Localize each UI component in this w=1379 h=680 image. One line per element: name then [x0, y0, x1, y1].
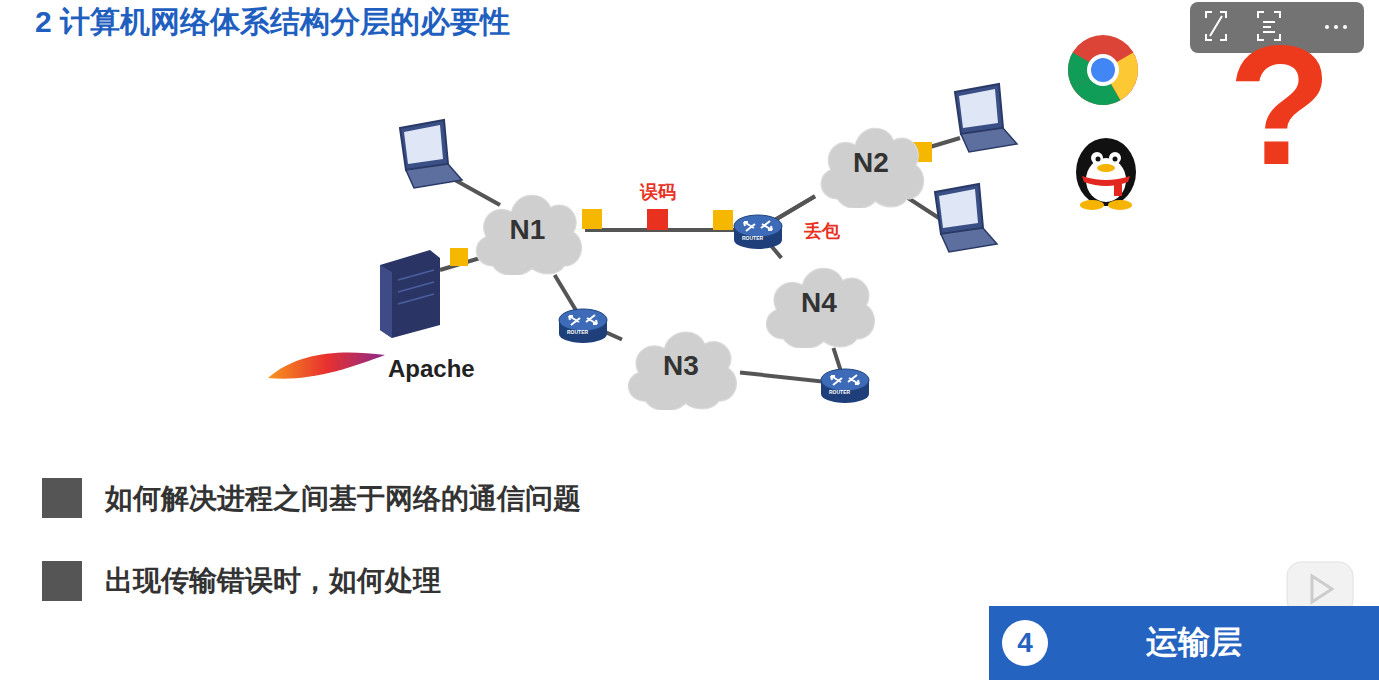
router-icon — [559, 309, 607, 343]
layer-band: 运输层 4 — [989, 606, 1379, 680]
router-icon — [821, 369, 869, 403]
node-label: 运输层 — [1126, 621, 1242, 665]
network-cloud: N2 — [815, 118, 927, 208]
node-label: 4 — [1017, 627, 1033, 659]
router-icon — [734, 215, 782, 249]
annotation: 出现传输错误时，如何处理 — [105, 562, 441, 600]
network-cloud: N3 — [622, 322, 740, 410]
question-mark: ? — [1228, 20, 1332, 190]
annotation: 如何解决进程之间基于网络的通信问题 — [105, 480, 581, 518]
network-cloud: N4 — [760, 258, 878, 348]
router-caption: ROUTER — [829, 389, 850, 395]
annotation: 丢包 — [804, 219, 840, 243]
node-label: N3 — [663, 350, 699, 382]
annotation: Apache — [388, 355, 475, 383]
router-caption: ROUTER — [742, 235, 763, 241]
slide-title: 2 计算机网络体系结构分层的必要性 — [35, 2, 510, 43]
node-label: N2 — [853, 147, 889, 179]
annotation: 误码 — [640, 180, 676, 204]
network-cloud: N1 — [470, 185, 585, 275]
number-circle: 4 — [1002, 620, 1048, 666]
node-label: N4 — [801, 287, 837, 319]
node-label: N1 — [510, 214, 546, 246]
router-caption: ROUTER — [567, 329, 588, 335]
